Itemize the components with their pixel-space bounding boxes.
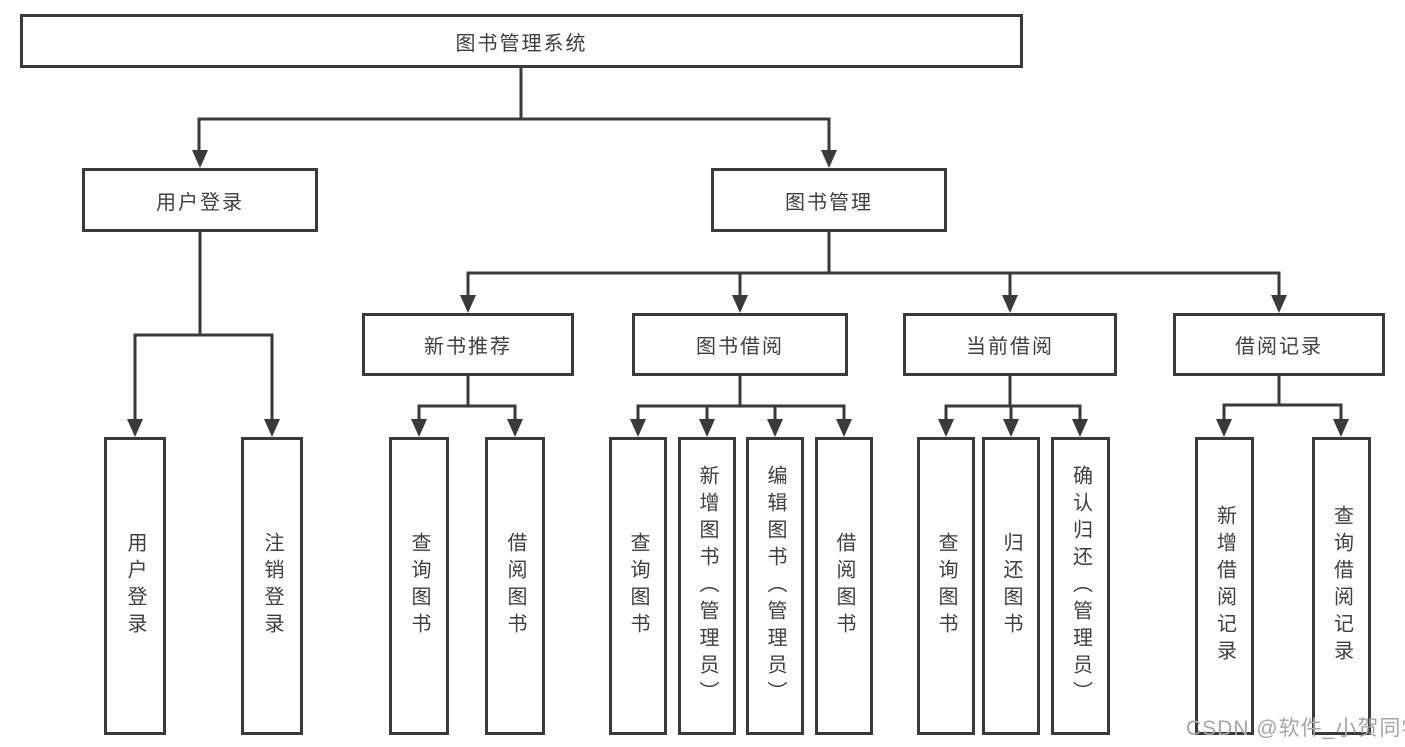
node-logout-action: 注销登录 <box>241 437 303 735</box>
node-label: 注销登录 <box>261 532 283 640</box>
connector-path <box>133 66 1343 423</box>
node-label: 编辑图书（管理员） <box>764 464 786 708</box>
node-query-borrow-record: 查询借阅记录 <box>1312 437 1371 735</box>
node-label: 归还图书 <box>1000 532 1022 640</box>
node-borrow-books-recommend: 借阅图书 <box>485 437 545 735</box>
node-label: 查询图书 <box>935 532 957 640</box>
node-new-book-recommendation: 新书推荐 <box>362 313 574 376</box>
node-label: 借阅记录 <box>1235 336 1323 358</box>
node-label: 新书推荐 <box>424 336 512 358</box>
node-label: 当前借阅 <box>966 336 1054 358</box>
node-label: 用户登录 <box>124 532 146 640</box>
node-user-login: 用户登录 <box>82 168 318 232</box>
node-user-login-action: 用户登录 <box>104 437 166 735</box>
node-label: 借阅图书 <box>833 532 855 640</box>
node-book-borrowing: 图书借阅 <box>632 313 848 376</box>
node-label: 图书管理系统 <box>455 32 588 55</box>
node-label: 图书管理 <box>785 191 873 214</box>
node-label: 查询图书 <box>627 532 649 640</box>
node-current-borrowing: 当前借阅 <box>903 313 1117 376</box>
node-label: 确认归还（管理员） <box>1069 464 1092 708</box>
node-label: 新增借阅记录 <box>1213 505 1236 667</box>
node-return-books: 归还图书 <box>982 437 1040 735</box>
node-borrowing-records: 借阅记录 <box>1173 313 1385 376</box>
node-edit-books-admin: 编辑图书（管理员） <box>746 437 804 735</box>
node-confirm-return-admin: 确认归还（管理员） <box>1051 437 1110 735</box>
node-label: 用户登录 <box>156 191 244 214</box>
node-book-management: 图书管理 <box>711 168 947 232</box>
node-label: 查询借阅记录 <box>1330 505 1353 667</box>
node-query-books-borrowing: 查询图书 <box>609 437 667 735</box>
node-borrow-books-action: 借阅图书 <box>815 437 873 735</box>
node-library-management-system: 图书管理系统 <box>20 14 1023 68</box>
node-add-borrow-record: 新增借阅记录 <box>1195 437 1254 735</box>
node-query-books-current: 查询图书 <box>917 437 975 735</box>
node-add-books-admin: 新增图书（管理员） <box>678 437 736 735</box>
arrowhead-icons <box>127 150 1349 437</box>
node-label: 图书借阅 <box>696 336 784 358</box>
csdn-watermark: CSDN @软件_小贺同学 <box>1186 717 1405 740</box>
node-label: 借阅图书 <box>504 532 526 640</box>
node-query-books-recommend: 查询图书 <box>389 437 449 735</box>
node-label: 查询图书 <box>408 532 430 640</box>
node-label: 新增图书（管理员） <box>696 464 718 708</box>
